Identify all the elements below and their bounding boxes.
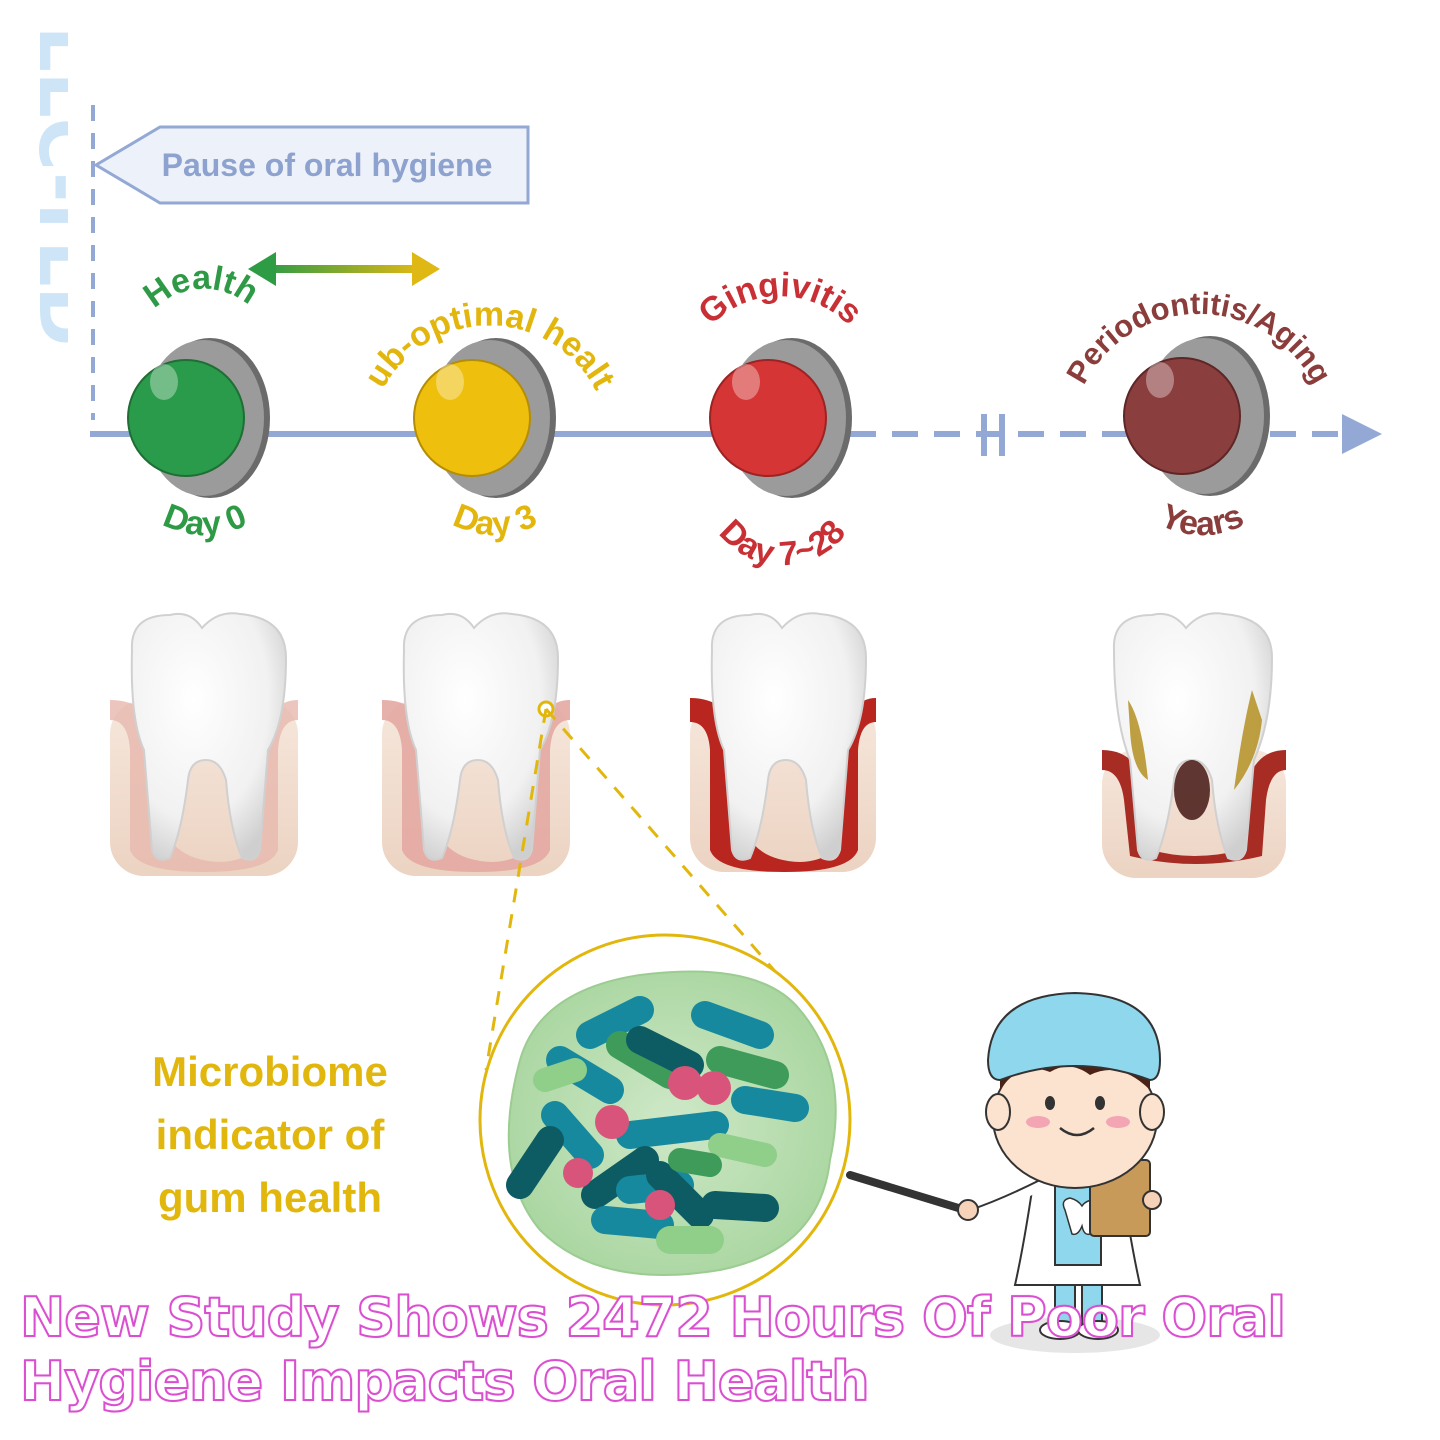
stage-sub-optimal xyxy=(413,338,556,498)
stage-time-health: Day 0 xyxy=(158,497,252,544)
microbiome-label-line: indicator of xyxy=(155,1111,385,1158)
stage-time-sub-optimal: Day 3 xyxy=(448,497,542,544)
stage-label-gingivitis: Gingivitis xyxy=(691,266,869,332)
headline-line: Hygiene Impacts Oral Health xyxy=(19,1349,871,1414)
watermark-text: LLC-TLD xyxy=(23,26,68,346)
bacteria-cluster-icon xyxy=(506,996,809,1254)
timeline-break-icon xyxy=(981,414,1005,456)
pause-label: Pause of oral hygiene xyxy=(162,147,493,183)
dentist-character-icon xyxy=(846,991,1165,1353)
microbiome-circle xyxy=(478,933,852,1307)
tooth-health-icon xyxy=(110,612,298,876)
stage-health xyxy=(127,338,270,498)
stage-label-health: Health xyxy=(137,259,266,315)
pause-arrow: Pause of oral hygiene xyxy=(93,125,530,205)
microbiome-label-line: gum health xyxy=(157,1174,382,1221)
double-arrow-icon xyxy=(248,252,440,286)
tooth-gingivitis-icon xyxy=(690,612,876,872)
zoom-lines xyxy=(484,708,802,1071)
pointer-stick xyxy=(846,1171,969,1214)
watermark: LLC-TLD xyxy=(23,26,68,346)
tooth-sub-optimal-icon xyxy=(382,612,570,876)
microbiome-label-line: Microbiome xyxy=(152,1048,388,1095)
tooth-periodontitis-icon xyxy=(1102,612,1286,878)
stage-gingivitis xyxy=(709,338,852,498)
stage-periodontitis xyxy=(1123,336,1270,496)
timeline: Pause of oral hygiene xyxy=(0,0,1382,574)
headline-line: New Study Shows 2472 Hours Of Poor Oral xyxy=(19,1285,1287,1350)
stage-time-gingivitis: Day 7~28 xyxy=(712,512,853,573)
timeline-arrowhead-icon xyxy=(1342,414,1382,454)
stage-time-periodontitis: Years xyxy=(1155,497,1249,544)
headline: New Study Shows 2472 Hours Of Poor Oral … xyxy=(19,1285,1320,1414)
microbiome-label: Microbiome indicator of gum health xyxy=(120,1040,420,1229)
